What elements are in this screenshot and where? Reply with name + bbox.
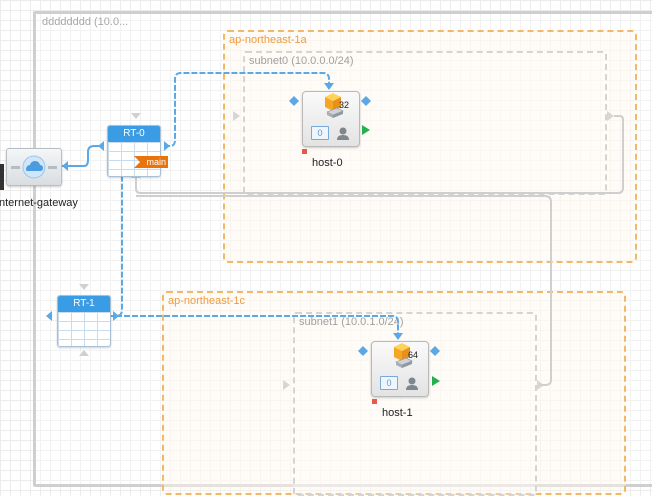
status-flag xyxy=(372,399,377,404)
gray-route-lines xyxy=(135,115,624,386)
user-icon xyxy=(406,377,418,390)
status-flag xyxy=(302,149,307,154)
host1-ports xyxy=(358,346,440,386)
igw-in-arrow[interactable] xyxy=(62,161,68,171)
volume-slot[interactable]: 0 xyxy=(380,376,398,390)
az-label: ap-northeast-1a xyxy=(229,34,307,46)
subnet0-left-arrow[interactable] xyxy=(233,111,240,121)
host-count: 64 xyxy=(408,350,419,360)
rt1-left-arrow[interactable] xyxy=(46,311,52,321)
route-table-rt-1[interactable]: RT-1 xyxy=(57,295,111,347)
connections-layer xyxy=(46,72,624,390)
host0-play-port[interactable] xyxy=(362,125,370,135)
route-table-label: RT-1 xyxy=(58,296,110,312)
rt1-top-arrow[interactable] xyxy=(79,284,89,290)
host1-play-port[interactable] xyxy=(432,376,440,386)
rt0-top-arrow[interactable] xyxy=(131,113,141,119)
az-label: ap-northeast-1c xyxy=(168,295,246,307)
volume-slot[interactable]: 0 xyxy=(311,126,329,140)
host1-right-port-diamond[interactable] xyxy=(430,346,440,356)
host-node[interactable]: 32 0 xyxy=(302,91,360,147)
host0-in-arrow[interactable] xyxy=(324,83,334,90)
rt0-to-host0-line[interactable] xyxy=(164,72,330,147)
host-label: host-1 xyxy=(382,407,413,419)
subnet-label: subnet0 (10.0.0.0/24) xyxy=(249,55,354,67)
subnet-label: subnet1 (10.0.1.0/24) xyxy=(299,316,404,328)
az-ap-northeast-1a[interactable]: ap-northeast-1a xyxy=(223,30,637,263)
main-badge: main xyxy=(134,156,168,168)
rt0-right-arrow[interactable] xyxy=(164,141,170,151)
instance-cube-icon xyxy=(394,343,413,368)
user-icon xyxy=(337,127,349,140)
host0-right-port-diamond[interactable] xyxy=(361,96,371,106)
internet-gateway-label: nternet-gateway xyxy=(0,197,78,209)
rt1-to-rt0-line[interactable] xyxy=(110,176,123,317)
rt1-to-host1-line[interactable] xyxy=(116,315,399,336)
subnet1-left-arrow[interactable] xyxy=(283,380,290,390)
route-table-rt-0[interactable]: RT-0 xyxy=(107,125,161,177)
rt0-to-igw-line[interactable] xyxy=(62,145,104,167)
rt1-right-arrow[interactable] xyxy=(113,311,119,321)
subnet0-right-arrow[interactable] xyxy=(607,111,614,121)
host-count: 32 xyxy=(339,100,350,110)
vpc-container[interactable]: dddddddd (10.0... xyxy=(33,11,652,487)
route-table-grid xyxy=(58,312,110,346)
cloud-icon xyxy=(11,155,57,179)
host-node[interactable]: 64 0 xyxy=(371,341,429,397)
instance-cube-icon xyxy=(325,93,344,118)
route-table-label: RT-0 xyxy=(108,126,160,142)
rt0-left-arrow[interactable] xyxy=(98,141,104,151)
host0-ports xyxy=(289,96,371,135)
host1-in-arrow[interactable] xyxy=(393,333,403,340)
host-label: host-0 xyxy=(312,157,343,169)
host0-left-port-diamond[interactable] xyxy=(289,96,299,106)
host1-left-port-diamond[interactable] xyxy=(358,346,368,356)
internet-gateway[interactable] xyxy=(6,148,62,186)
rt1-bottom-arrow[interactable] xyxy=(79,350,89,356)
vpc-label: dddddddd (10.0... xyxy=(42,16,129,28)
blue-connections xyxy=(62,72,399,336)
igw-edge-marker xyxy=(0,164,4,190)
